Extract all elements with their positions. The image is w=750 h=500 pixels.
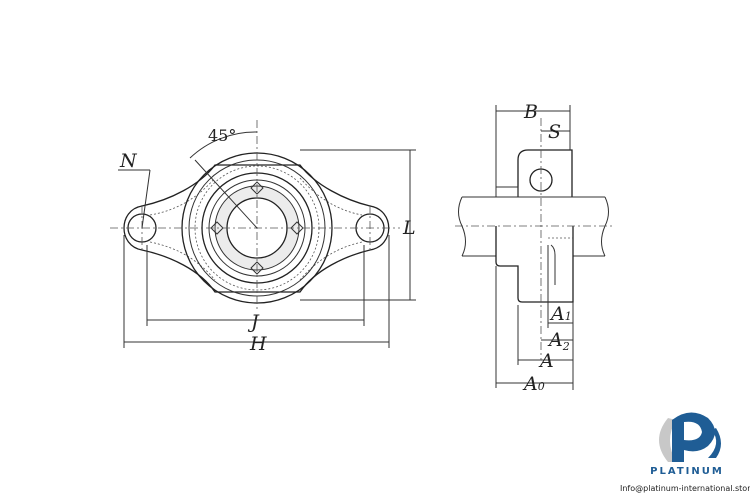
label-A: A [538,350,554,372]
label-J: J [247,311,260,333]
logo-brand-text: PLATINUM [650,466,724,477]
label-H: H [249,333,267,355]
label-B: B [523,101,538,123]
side-view [455,105,612,390]
label-N: N [119,150,138,172]
logo-email: Info@platinum-international.store [620,484,750,493]
label-A0: A0 [522,373,545,395]
label-A1: A1 [549,303,572,325]
label-45-degree: 45° [208,126,236,145]
label-L: L [402,217,416,239]
label-S: S [548,121,561,143]
front-view [110,120,416,348]
platinum-logo [659,412,721,462]
label-A2: A2 [547,329,570,353]
